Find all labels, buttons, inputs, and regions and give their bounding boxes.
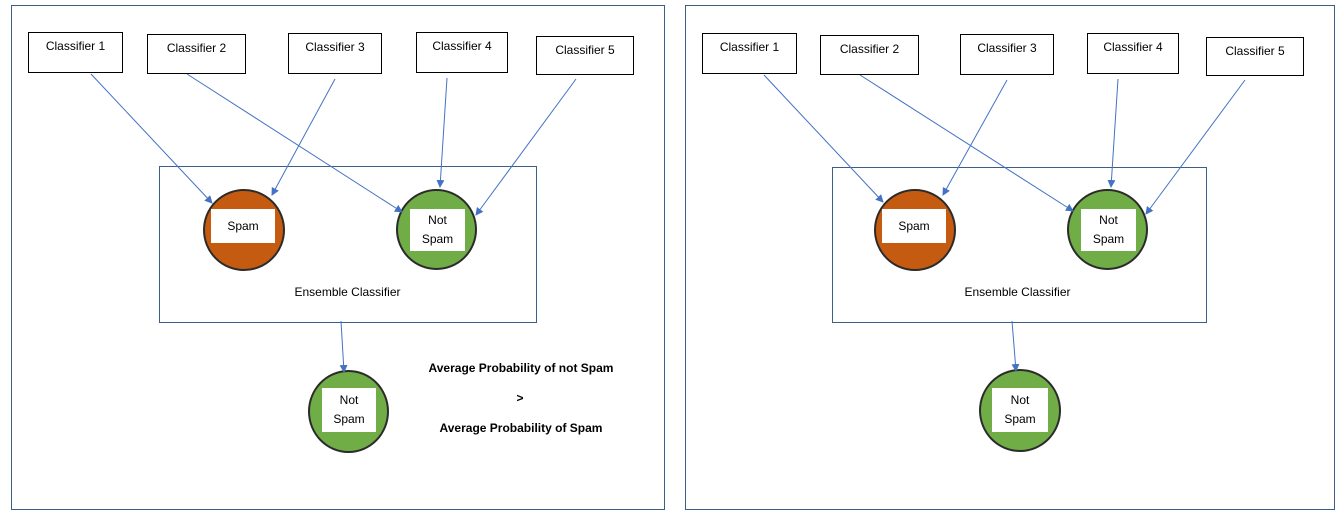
classifier-2-box: Classifier 2 (147, 34, 246, 74)
result-not-spam-label: Not Spam (992, 388, 1048, 432)
result-not-spam-label: Not Spam (322, 388, 376, 432)
classifier-3-box: Classifier 3 (960, 34, 1054, 75)
classifier-4-box: Classifier 4 (416, 32, 508, 73)
classifier-5-box: Classifier 5 (536, 36, 634, 75)
probability-note-comparator: > (516, 391, 524, 405)
not-spam-label: Not Spam (410, 209, 465, 251)
spam-label: Spam (211, 209, 275, 243)
not-spam-label: Not Spam (1081, 209, 1136, 251)
classifier-1-box: Classifier 1 (702, 33, 797, 74)
classifier-4-box: Classifier 4 (1087, 33, 1179, 74)
classifier-3-box: Classifier 3 (288, 33, 382, 74)
probability-note-line-1: Average Probability of not Spam (428, 361, 614, 375)
spam-label: Spam (882, 209, 946, 243)
ensemble-classifier-label: Ensemble Classifier (964, 285, 1071, 299)
ensemble-classifier-label: Ensemble Classifier (294, 285, 401, 299)
classifier-1-box: Classifier 1 (28, 32, 123, 73)
classifier-2-box: Classifier 2 (820, 35, 919, 75)
probability-note-line-3: Average Probability of Spam (439, 421, 603, 435)
classifier-5-box: Classifier 5 (1206, 37, 1304, 76)
